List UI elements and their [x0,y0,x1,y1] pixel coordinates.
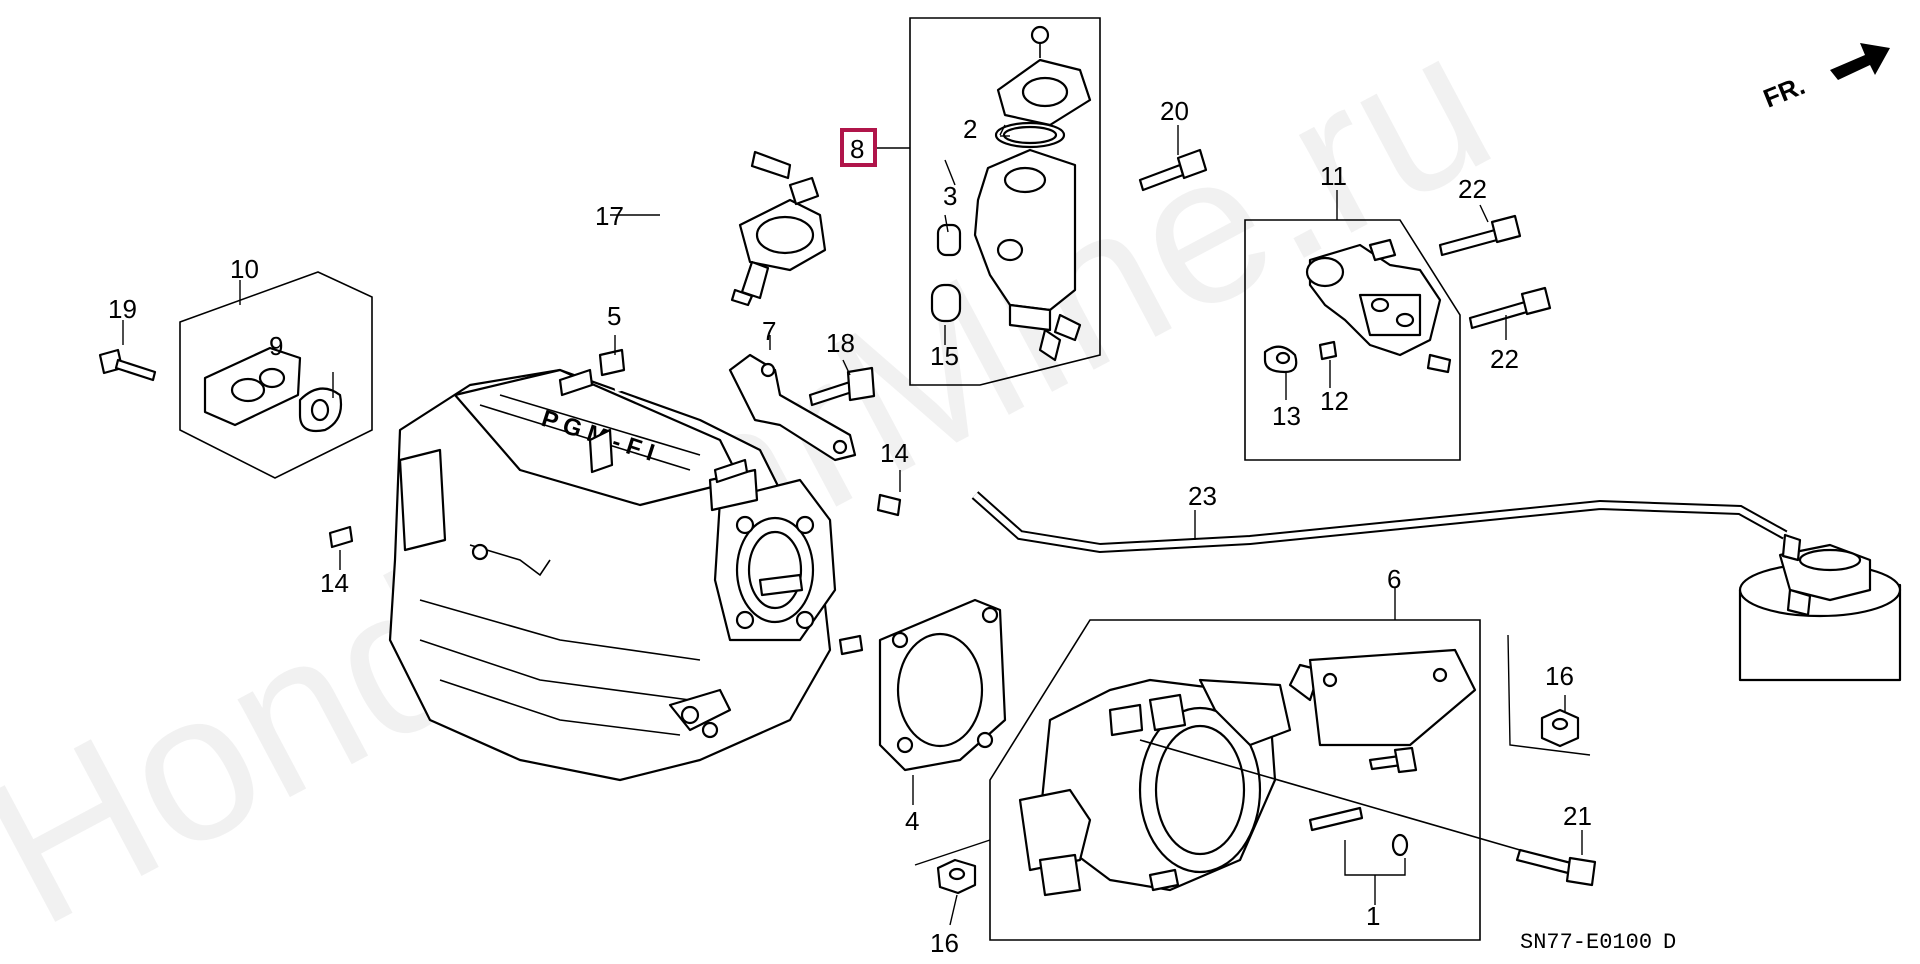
callout-1: 1 [1366,901,1380,931]
callout-8-highlight[interactable]: 8 [840,128,877,167]
bolt-21 [1515,848,1597,887]
fr-label: FR. [1759,70,1809,114]
vacuum-hose-17 [614,132,792,393]
callout-8: 8 [850,134,864,164]
callout-18: 18 [826,328,855,358]
bolt-22-lower [1468,286,1552,330]
iac-valve-group-8 [909,17,1101,386]
callout-5: 5 [607,301,621,331]
pressure-regulator [730,176,827,307]
bolt-19 [98,348,157,382]
nut-16-right [1507,634,1591,756]
hose-23 [971,491,1788,554]
callout-8-box [840,128,877,167]
callout-6: 6 [1387,564,1401,594]
callout-2: 2 [963,114,977,144]
callout-22-lower: 22 [1490,344,1519,374]
callout-14-right: 14 [880,438,909,468]
callout-16-lower: 16 [930,928,959,958]
callout-11: 11 [1320,161,1347,191]
callout-9: 9 [269,331,283,361]
callout-13: 13 [1272,401,1301,431]
front-direction-indicator: FR. [1759,43,1890,114]
callout-bracket-1 [1344,840,1406,895]
callout-4: 4 [905,806,919,836]
callout-labels: 1 2 3 4 5 6 7 9 10 11 12 13 14 14 15 16 … [108,96,1592,958]
throttle-body-6 [989,619,1521,941]
callout-21: 21 [1563,801,1592,831]
callout-23: 23 [1188,481,1217,511]
bolt-18 [808,366,876,407]
callout-19: 19 [108,294,137,324]
charcoal-canister [1738,533,1902,682]
callout-16-right: 16 [1545,661,1574,691]
callout-17: 17 [595,201,624,231]
callout-20: 20 [1160,96,1189,126]
bolt-20 [1138,148,1208,192]
diagram-code-suffix: D [1663,930,1676,955]
nut-16-lower [914,839,991,895]
callout-3: 3 [943,181,957,211]
callout-15: 15 [930,341,959,371]
callout-10: 10 [230,254,259,284]
callout-7: 7 [762,316,776,346]
stud-5 [598,348,626,377]
callout-12: 12 [1320,386,1349,416]
iac-valve-11 [1244,219,1461,461]
callout-14-left: 14 [320,568,349,598]
gasket-4 [878,598,1007,772]
gasket-group-10 [179,271,373,479]
bracket-7 [728,353,857,462]
front-arrow-icon [1830,43,1890,80]
leader-lines [122,124,1583,926]
diagram-code-label: SN77-E0100 D [1520,930,1676,955]
diagram-code: SN77-E0100 [1520,930,1652,955]
callout-22-upper: 22 [1458,174,1487,204]
bolt-22-upper [1438,214,1522,257]
dowel-pin-14-right [876,493,902,517]
dowel-pin-14-left [328,525,354,549]
intake-manifold: P G M - F I [388,368,864,782]
